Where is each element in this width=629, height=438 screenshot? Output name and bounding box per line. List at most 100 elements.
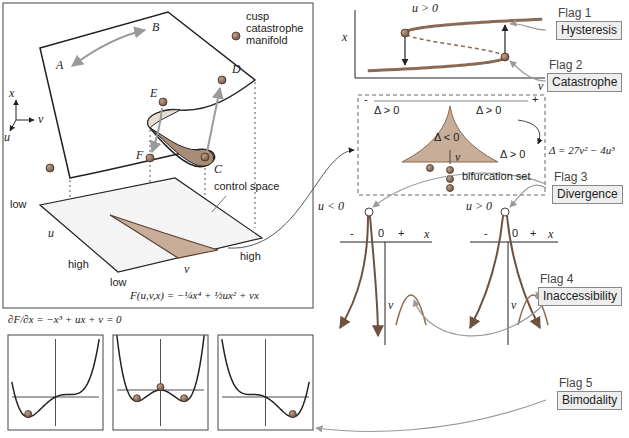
axes-3d (10, 100, 34, 131)
figure-label: - (364, 93, 368, 105)
plot-frame (218, 335, 313, 430)
potential-plots (8, 335, 313, 430)
flag-number: Flag 2 (547, 58, 625, 72)
flag-name: Divergence (552, 185, 623, 204)
figure-label: C (214, 162, 222, 177)
bifurcation-region (110, 215, 218, 258)
figure-label: E (150, 86, 157, 101)
figure-label: Δ > 0 (500, 148, 525, 160)
state-dot (501, 53, 509, 61)
stable-branch (405, 19, 542, 33)
leader-arrow (510, 24, 546, 30)
state-dot (25, 411, 32, 418)
figure-label: - (350, 227, 354, 239)
unstable-branch (405, 33, 505, 57)
curved-arrow (518, 120, 540, 144)
figure-label: u > 0 (466, 199, 492, 214)
potential-plot (218, 335, 313, 430)
figure-label: x (342, 30, 347, 45)
figure-label: v (511, 298, 516, 313)
state-dot (157, 384, 164, 391)
flag-box: Flag 4Inaccessibility (538, 272, 625, 306)
v-axis (355, 78, 545, 79)
trajectory (340, 216, 368, 328)
figure-label: ∂F/∂x = −x³ + ux + v = 0 (8, 313, 122, 325)
x-axis (340, 242, 432, 243)
plot-frame (8, 335, 103, 430)
state-dot (401, 29, 409, 37)
figure-label: low (10, 198, 27, 210)
panel-frame (3, 3, 313, 308)
figure-label: 0 (512, 227, 518, 239)
state-dot (181, 395, 188, 402)
flag-box: Flag 1Hysteresis (556, 6, 625, 40)
stable-branch (368, 57, 505, 71)
figure-label: D (232, 62, 241, 77)
flag-leaders (316, 24, 546, 432)
figure-label: F (136, 148, 143, 163)
manifold-fold (150, 128, 214, 166)
state-dot (427, 165, 434, 172)
state-dot (232, 32, 240, 40)
v-axis (385, 242, 386, 345)
u-axis (10, 120, 16, 131)
figure-label: x (548, 227, 553, 242)
v-line (450, 150, 451, 164)
flag-name: Hysteresis (556, 21, 622, 40)
state-dot (447, 185, 454, 192)
figure-label: u < 0 (318, 199, 344, 214)
trajectory (507, 216, 540, 328)
hump-curve (396, 295, 426, 325)
figure-label: v (455, 150, 460, 165)
jump-arrow (207, 88, 220, 152)
y-axis (265, 339, 266, 426)
figure-label: 0 (378, 227, 384, 239)
jump-arrow (152, 108, 162, 152)
flag-number: Flag 4 (538, 272, 625, 286)
state-dot (159, 98, 167, 106)
figure-label: - (484, 227, 488, 239)
figure-label: Δ = 27v² − 4u³ (549, 144, 615, 156)
trajectory (470, 216, 503, 328)
zoom-box (358, 95, 545, 195)
leader-arrow (414, 300, 546, 336)
fold-underside (148, 110, 180, 128)
flag-name: Inaccessibility (538, 287, 622, 306)
jump-up-arrow (504, 25, 505, 55)
path-arrow (72, 30, 145, 66)
leader-line (212, 196, 226, 212)
figure-label: x (9, 86, 14, 101)
state-dot (201, 153, 209, 161)
figure-label: x (424, 227, 429, 242)
x-axis (16, 100, 17, 120)
state-dot (146, 154, 154, 162)
potential-plot (8, 335, 103, 430)
flag-box: Flag 2Catastrophe (547, 58, 625, 92)
potential-plot (113, 335, 208, 430)
figure-label: cusp catastrophe manifold (246, 10, 310, 46)
figure-label: u (4, 130, 10, 145)
figure-label: high (240, 250, 261, 262)
leader-arrow (510, 185, 546, 207)
figure-label: u (48, 226, 54, 241)
figure-label: + (398, 227, 404, 239)
flag-number: Flag 3 (552, 170, 625, 184)
state-dot (289, 411, 296, 418)
figure-label: u > 0 (412, 1, 438, 16)
trajectory (370, 216, 378, 336)
figure-label: Δ > 0 (374, 104, 399, 116)
state-dot (218, 76, 226, 84)
v-scale (374, 101, 528, 102)
figure-label: A (56, 58, 63, 73)
figure-label: + (530, 227, 536, 239)
state-dot (46, 164, 54, 172)
control-plane (40, 178, 262, 272)
manifold-sheet (40, 12, 255, 178)
potential-curve (222, 339, 309, 417)
figure-label: high (68, 258, 89, 270)
figure-label: B (152, 20, 159, 35)
potential-curve (12, 339, 99, 417)
leader-arrow (316, 400, 546, 431)
